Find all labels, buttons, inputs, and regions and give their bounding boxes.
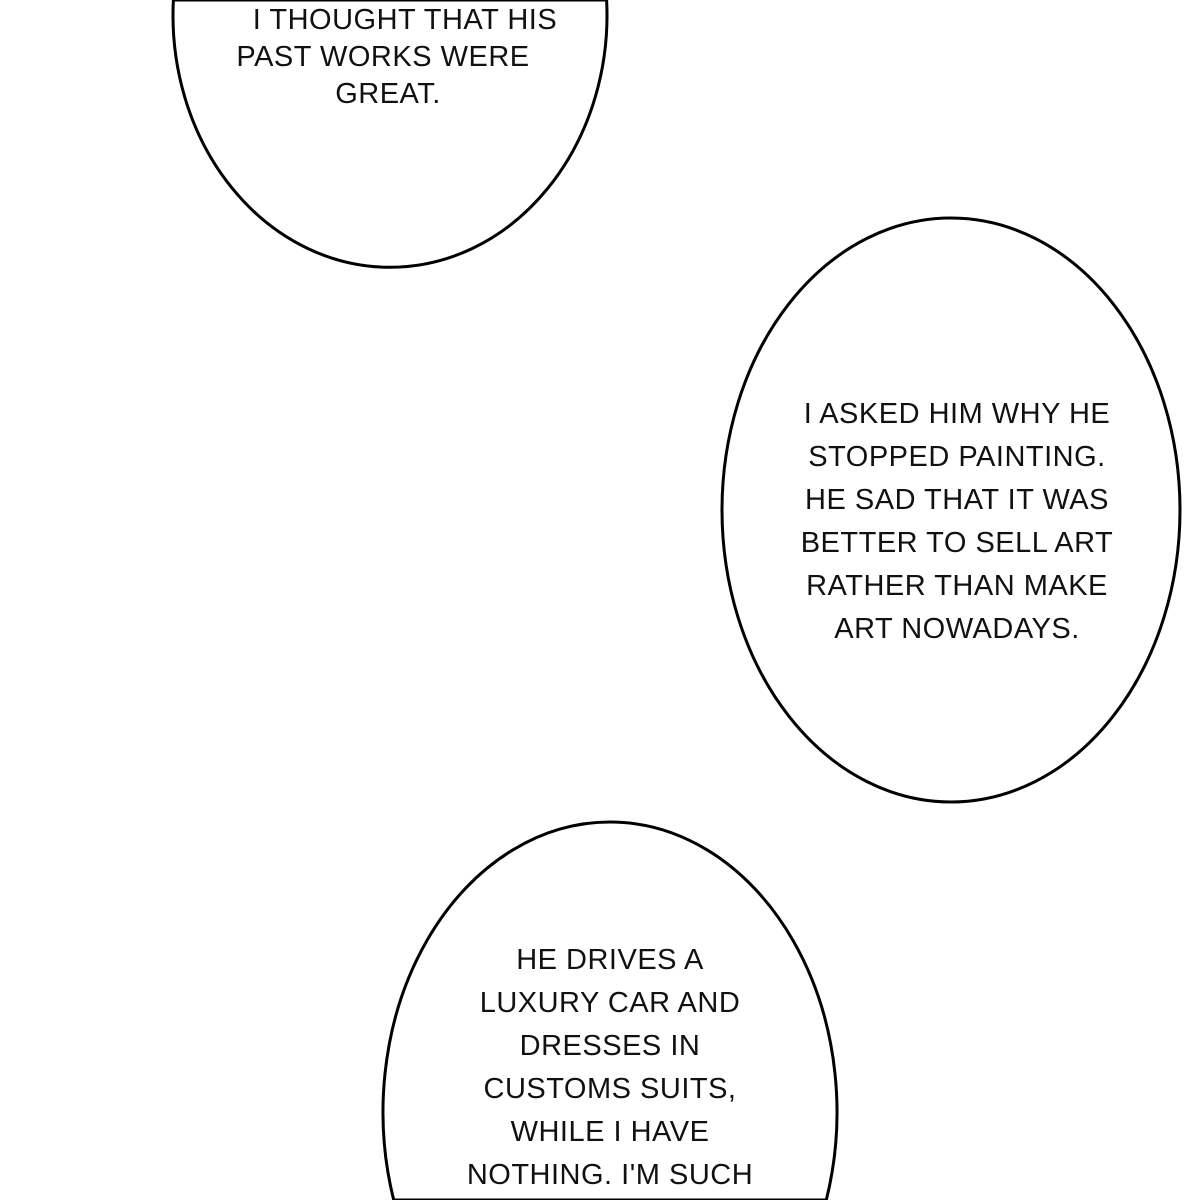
- bubble-3-line-2: LUXURY CAR AND: [480, 987, 741, 1019]
- bubble-3-line-1: HE DRIVES A: [516, 944, 704, 976]
- bubble-3-line-4: CUSTOMS SUITS,: [484, 1073, 737, 1105]
- bubble-2-line-5: RATHER THAN MAKE: [806, 570, 1108, 602]
- bubble-3-line-3: DRESSES IN: [520, 1030, 701, 1062]
- bubble-1-line-3: GREAT.: [335, 78, 441, 110]
- bubble-1-outline: [171, 0, 609, 269]
- bubble-2-line-6: ART NOWADAYS.: [834, 613, 1080, 645]
- bubble-2-line-2: STOPPED PAINTING.: [808, 441, 1105, 473]
- bubble-3-outline: [381, 820, 839, 1200]
- bubble-1-line-1: I THOUGHT THAT HIS: [253, 4, 557, 36]
- bubble-3-line-6: NOTHING. I'M SUCH: [467, 1159, 753, 1191]
- speech-bubble-3: HE DRIVES A LUXURY CAR AND DRESSES IN CU…: [381, 820, 839, 1200]
- speech-bubble-1: I THOUGHT THAT HIS PAST WORKS WERE GREAT…: [171, 0, 609, 269]
- bubble-3-line-5: WHILE I HAVE: [511, 1116, 710, 1148]
- bubble-2-line-4: BETTER TO SELL ART: [801, 527, 1114, 559]
- speech-bubble-2: I ASKED HIM WHY HE STOPPED PAINTING. HE …: [720, 216, 1182, 804]
- bubble-2-outline: [720, 216, 1182, 804]
- bubble-1-line-2: PAST WORKS WERE: [236, 41, 529, 73]
- bubble-2-line-1: I ASKED HIM WHY HE: [804, 398, 1111, 430]
- bubble-2-line-3: HE SAD THAT IT WAS: [805, 484, 1109, 516]
